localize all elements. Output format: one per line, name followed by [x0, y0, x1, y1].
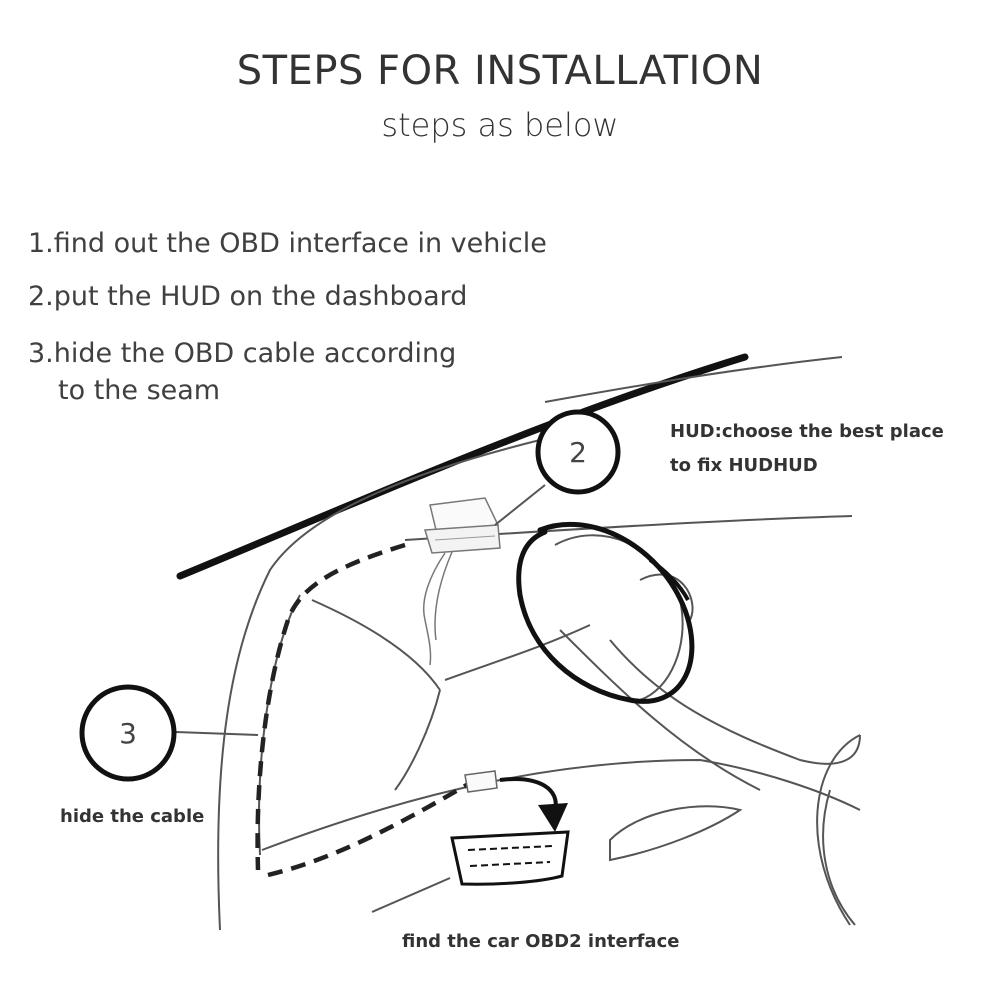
instrument-hood [639, 573, 694, 621]
steering-rim-inner [822, 789, 856, 926]
arrow-head-icon [538, 803, 568, 832]
dashboard-panel-line [559, 629, 761, 791]
windshield-line [544, 356, 843, 403]
hud-highlight-circle [516, 521, 695, 704]
marker-2-label: 2 [569, 436, 587, 469]
marker-3-leader [175, 731, 259, 736]
cable-callout: hide the cable [60, 806, 205, 827]
hud-highlight-tail [648, 558, 690, 601]
obd2-port-icon [450, 830, 570, 886]
hud-cable [423, 552, 446, 666]
step-1-text: 1.find out the OBD interface in vehicle [28, 228, 547, 259]
dashboard-contour-3 [444, 624, 591, 681]
marker-2-leader [494, 484, 546, 526]
steering-column [609, 639, 861, 765]
marker-3-circle [79, 684, 177, 782]
dashboard-lower-line [261, 758, 861, 851]
hud-callout-line-2: to fix HUDHUD [670, 455, 818, 476]
steering-rim [816, 734, 861, 926]
a-pillar-outer [217, 439, 541, 931]
obd-callout: find the car OBD2 interface [402, 931, 680, 952]
step-3-text-continued: to the seam [58, 375, 221, 406]
step-3-text: 3.hide the OBD cable according [28, 338, 457, 369]
hud-callout-line-1: HUD:choose the best place [670, 421, 944, 442]
obd-plug [464, 770, 498, 793]
windshield-edge [176, 353, 749, 580]
hud-device [424, 497, 501, 554]
dashboard-contour-2 [394, 689, 441, 791]
marker-3-label: 3 [119, 717, 137, 750]
hud-cable-2 [434, 551, 453, 641]
step-2-text: 2.put the HUD on the dashboard [28, 281, 468, 312]
dashed-cable-lower [267, 781, 472, 878]
dashboard-contour-1 [311, 599, 441, 691]
console-curve [609, 805, 743, 862]
obd-leader-line [371, 877, 451, 913]
page-title: STEPS FOR INSTALLATION [236, 48, 764, 94]
dashed-cable-route [255, 542, 406, 871]
marker-2-circle [535, 409, 621, 495]
page-subtitle: steps as below [381, 106, 619, 144]
